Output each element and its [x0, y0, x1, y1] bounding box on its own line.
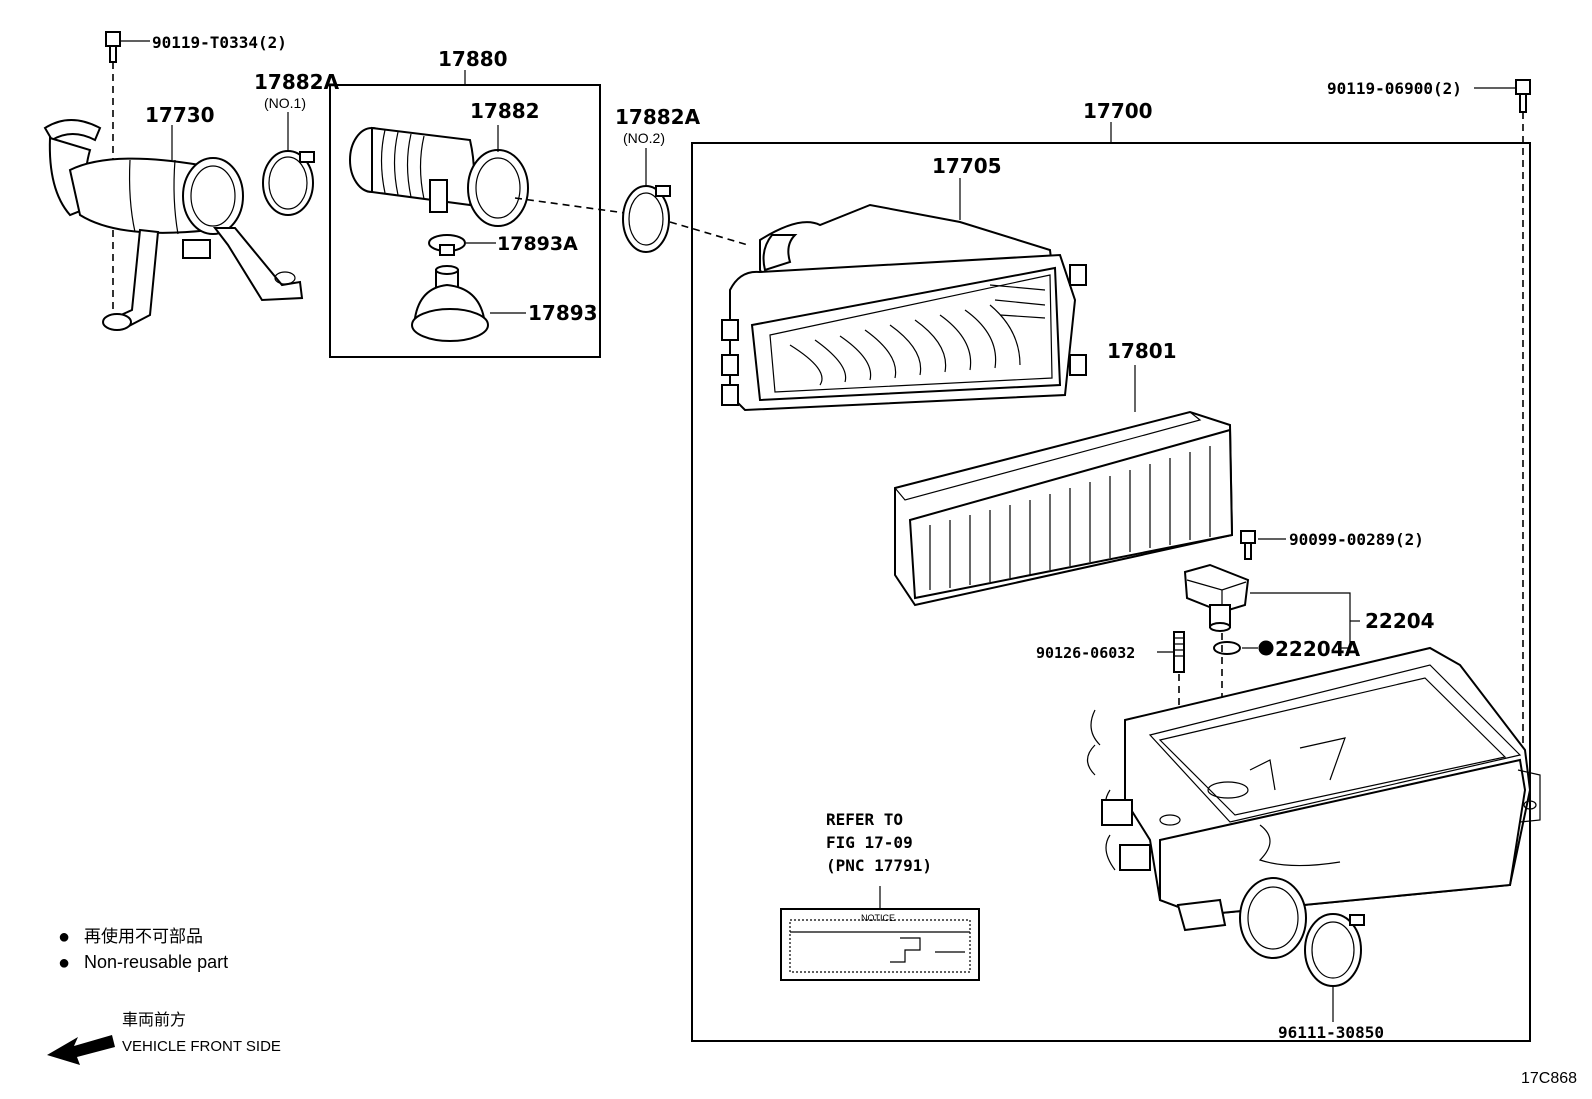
legend-bullet-jp: ●	[58, 926, 70, 948]
sensor-22204-icon	[1183, 563, 1250, 632]
label-cap-17705: 17705	[932, 154, 1002, 178]
label-stud-90126: 90126-06032	[1036, 644, 1135, 662]
refer-note-line1: REFER TO	[826, 810, 903, 829]
refer-note-line3: (PNC 17791)	[826, 856, 932, 875]
hose-17730-icon	[43, 119, 304, 331]
front-en-text: VEHICLE FRONT SIDE	[122, 1038, 281, 1055]
clamp-no1-icon	[262, 150, 315, 216]
hose-17882-icon	[349, 126, 529, 227]
screw-90099-icon	[1240, 530, 1256, 560]
legend-bullet-en: ●	[58, 952, 70, 974]
gasket-22204a-icon	[1213, 641, 1241, 655]
label-sensor-22204: 22204	[1365, 609, 1435, 633]
front-arrow-icon	[47, 1035, 115, 1065]
label-clamp-no1: 17882A	[254, 70, 340, 94]
label-clamp-no2-note: (NO.2)	[623, 130, 665, 146]
figure-code: 17C868	[1521, 1070, 1577, 1087]
notice-label-icon	[780, 908, 980, 981]
notice-label-title: NOTICE	[861, 913, 895, 923]
bolt-top-right-icon	[1515, 79, 1531, 113]
label-clamp-17893a: 17893A	[497, 233, 578, 255]
clamp-96111-icon	[1304, 913, 1365, 987]
label-gasket-22204a: 22204A	[1275, 637, 1361, 661]
case-lower-icon	[1086, 646, 1541, 959]
resonator-17893-icon	[411, 265, 489, 342]
bolt-top-left-icon	[105, 31, 121, 63]
label-element-17801: 17801	[1107, 339, 1177, 363]
element-17801-icon	[894, 410, 1234, 607]
label-screw-90099: 90099-00289(2)	[1289, 530, 1424, 549]
refer-note-line2: FIG 17-09	[826, 833, 913, 852]
label-hose-17730: 17730	[145, 103, 215, 127]
legend-jp-text: 再使用不可部品	[84, 926, 203, 946]
front-jp-text: 車両前方	[122, 1011, 186, 1029]
cap-17705-icon	[721, 203, 1087, 412]
clamp-no2-icon	[622, 185, 671, 253]
label-clamp-no1-note: (NO.1)	[264, 95, 306, 111]
stud-90126-icon	[1173, 631, 1185, 673]
label-clamp-96111: 96111-30850	[1278, 1023, 1384, 1042]
label-clamp-no2: 17882A	[615, 105, 701, 129]
legend-en-text: Non-reusable part	[84, 952, 228, 972]
label-assy-17700: 17700	[1083, 99, 1153, 123]
label-bolt-top-left: 90119-T0334(2)	[152, 33, 287, 52]
non-reusable-marker-icon	[1258, 640, 1274, 656]
clamp-17893a-icon	[428, 234, 466, 256]
label-assy-17880: 17880	[438, 47, 508, 71]
label-resonator-17893: 17893	[528, 301, 598, 325]
label-bolt-top-right: 90119-06900(2)	[1327, 79, 1462, 98]
label-hose-17882: 17882	[470, 99, 540, 123]
